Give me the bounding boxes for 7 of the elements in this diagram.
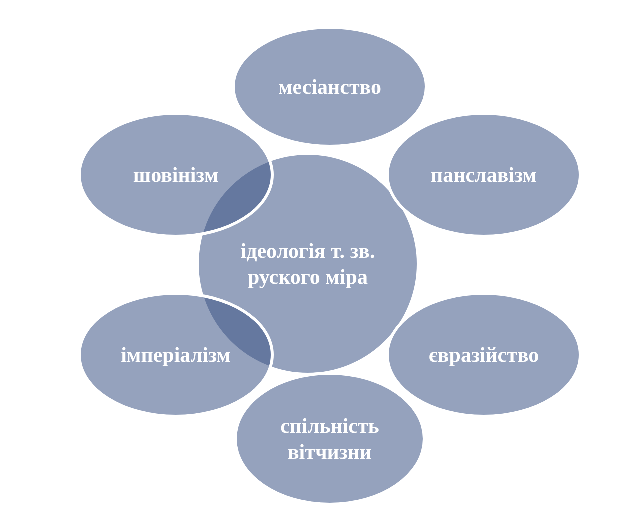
node-label: імперіалізм — [121, 342, 231, 368]
node-label: месіанство — [278, 74, 382, 100]
node-label: ідеологія т. зв. руского міра — [240, 238, 376, 290]
node-label: шовінізм — [133, 162, 219, 188]
node-label: євразійство — [428, 342, 540, 368]
node-label: спільність вітчизни — [280, 412, 380, 466]
node-label: панславізм — [431, 162, 537, 188]
